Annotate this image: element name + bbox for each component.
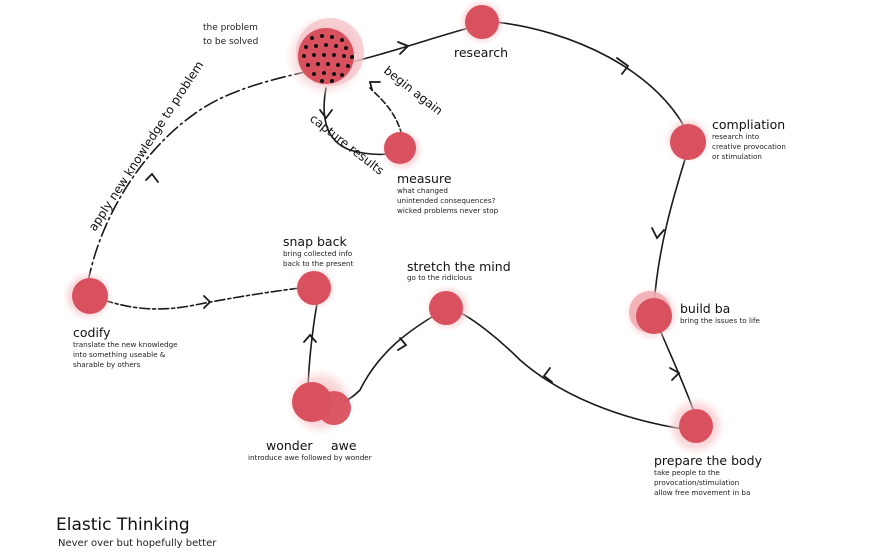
- arrowhead-5: [542, 367, 553, 383]
- codify-title: codify: [73, 325, 111, 340]
- arrowhead-8: [203, 295, 212, 309]
- problem-dots: [302, 34, 354, 83]
- problem-desc-line: to be solved: [203, 37, 259, 47]
- compliation-desc-line: research into: [712, 132, 760, 141]
- compliation-desc-line: or stimulation: [712, 152, 762, 161]
- measure-desc-line: wicked problems never stop: [397, 206, 499, 215]
- node-codify: [62, 270, 114, 322]
- measure-desc: what changed unintended consequences? wi…: [397, 186, 498, 216]
- arrowhead-10: [368, 81, 381, 91]
- problem-desc-line: the problem: [203, 23, 258, 33]
- measure-title: measure: [397, 171, 452, 186]
- diagram-subtitle: Never over but hopefully better: [58, 538, 217, 549]
- node-stretch: [424, 284, 472, 332]
- arrowhead-3: [651, 227, 665, 240]
- awe-desc: introduce awe followed by wonder: [248, 453, 372, 463]
- prepare-desc-line: allow free movement in ba: [654, 488, 751, 497]
- stretch-title: stretch the mind: [407, 259, 511, 274]
- arrowhead-6: [397, 337, 408, 351]
- codify-desc-line: translate the new knowledge: [73, 340, 178, 349]
- diagram-title: Elastic Thinking: [56, 515, 190, 535]
- arrowhead-1: [397, 41, 410, 55]
- stretch-desc-line: go to the ridiclous: [407, 273, 472, 282]
- path-codify-to-problem: [87, 71, 306, 283]
- node-build-ba: [624, 286, 680, 342]
- path-measure-to-problem: [369, 87, 403, 136]
- snap-back-desc-line: back to the present: [283, 259, 354, 268]
- codify-desc-line: sharable by others: [73, 360, 141, 369]
- arrowhead-9: [145, 172, 159, 183]
- compliation-desc-line: creative provocation: [712, 142, 786, 151]
- node-research: [458, 0, 506, 46]
- arrowhead-11: [319, 109, 333, 120]
- problem-desc: the problem to be solved: [203, 21, 258, 49]
- snap-back-desc: bring collected info back to the present: [283, 249, 353, 269]
- prepare-desc-line: take people to the: [654, 468, 720, 477]
- codify-desc: translate the new knowledge into somethi…: [73, 340, 178, 370]
- arrowheads: [145, 41, 681, 383]
- codify-desc-line: into something useable &: [73, 350, 166, 359]
- arrowhead-7: [303, 333, 317, 343]
- build-ba-title: build ba: [680, 301, 731, 316]
- node-prepare: [666, 396, 726, 456]
- snap-back-title: snap back: [283, 234, 347, 249]
- prepare-desc: take people to the provocation/stimulati…: [654, 468, 750, 498]
- wonder-title: wonder: [266, 438, 313, 453]
- build-ba-desc-line: bring the issues to life: [680, 316, 760, 325]
- node-wonder-awe: [286, 368, 354, 436]
- path-research-to-compliation: [494, 21, 691, 139]
- awe-title: awe: [331, 438, 357, 453]
- node-problem: [284, 14, 368, 98]
- awe-desc-line: introduce awe followed by wonder: [248, 453, 372, 462]
- snap-back-desc-line: bring collected info: [283, 249, 353, 258]
- prepare-title: prepare the body: [654, 453, 763, 468]
- path-prepare-to-stretch: [449, 307, 691, 431]
- prepare-desc-line: provocation/stimulation: [654, 478, 740, 487]
- path-snapback-to-codify: [94, 287, 301, 310]
- node-measure: [380, 128, 424, 172]
- node-compliation: [664, 116, 712, 164]
- build-ba-desc: bring the issues to life: [680, 316, 760, 326]
- node-snap-back: [293, 266, 337, 310]
- research-title: research: [454, 45, 509, 60]
- path-compliation-to-build: [653, 149, 689, 306]
- measure-desc-line: unintended consequences?: [397, 196, 496, 205]
- arrowhead-4: [669, 367, 681, 381]
- apply-path-label: apply new knowledge to problem: [86, 58, 207, 233]
- capture-results-label: capture results: [307, 111, 387, 177]
- stretch-desc: go to the ridiclous: [407, 273, 472, 283]
- compliation-title: compliation: [712, 117, 786, 132]
- arrowhead-2: [616, 57, 630, 75]
- compliation-desc: research into creative provocation or st…: [712, 132, 786, 162]
- measure-desc-line: what changed: [397, 186, 448, 195]
